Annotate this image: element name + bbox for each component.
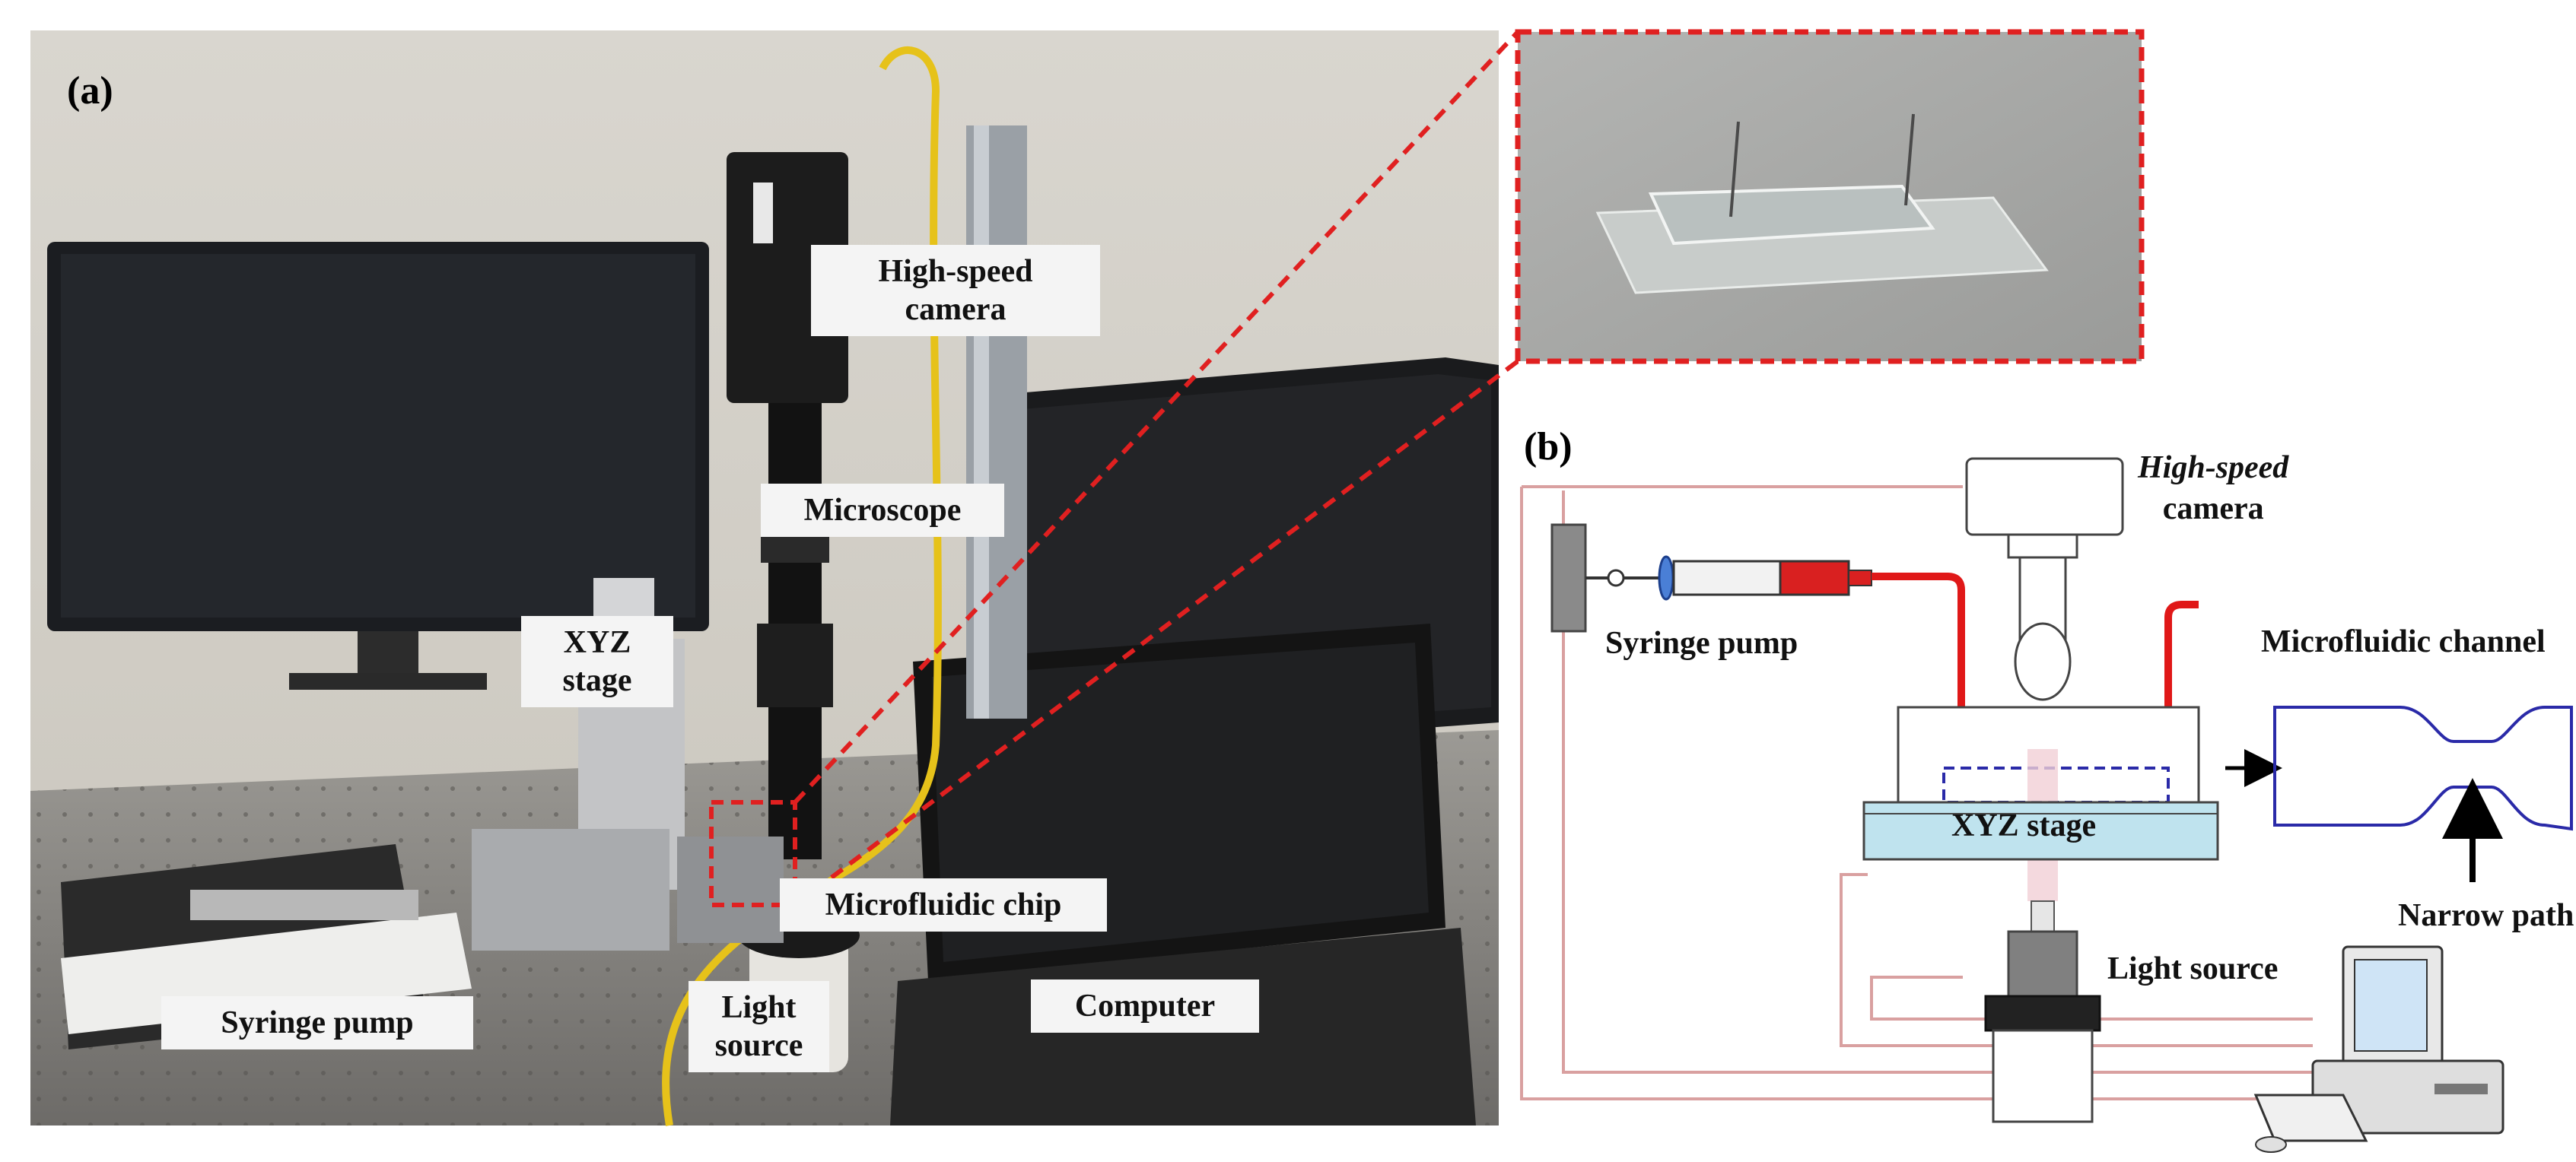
objective-lens: [2018, 556, 2067, 643]
schematic-label-xyz-stage: XYZ stage: [1951, 808, 2097, 843]
label-camera-line2: camera: [905, 292, 1007, 327]
light-source-box: [1992, 1029, 2094, 1123]
schematic-label-light-source: Light source: [2107, 951, 2279, 986]
syringe-plunger-disc: [1658, 555, 1674, 601]
label-xyz-line1: XYZ: [563, 625, 631, 660]
label-light-source: Light source: [689, 981, 829, 1072]
syringe-barrel: [1672, 560, 1782, 596]
label-high-speed-camera: High-speed camera: [811, 245, 1100, 336]
tubing-inlet: [1872, 573, 1965, 749]
label-light-line1: Light: [721, 990, 797, 1025]
photo-lab-setup: [30, 30, 1499, 1126]
cable-yellow: [662, 46, 942, 1126]
zoom-line-top: [793, 30, 1520, 805]
highlight-box-chip: [709, 800, 797, 907]
schematic-label-camera: High-speed camera: [2138, 447, 2288, 529]
schematic-label-syringe-pump: Syringe pump: [1605, 626, 1798, 661]
label-camera-line1: High-speed: [878, 254, 1033, 289]
label-light-line2: source: [714, 1028, 803, 1063]
schematic-camera-line2: camera: [2162, 491, 2264, 526]
label-microscope: Microscope: [761, 484, 1004, 537]
schematic-label-microfluidic-channel: Microfluidic channel: [2261, 624, 2546, 659]
channel-outline: [2273, 706, 2573, 831]
computer-icon: [2253, 945, 2504, 1153]
label-microfluidic-chip: Microfluidic chip: [780, 878, 1107, 932]
zoom-line-bottom: [793, 359, 1519, 907]
camera-body: [1965, 457, 2124, 536]
schematic-label-narrow-path: Narrow path: [2398, 898, 2574, 933]
label-computer: Computer: [1031, 979, 1259, 1033]
xyz-stage-plate: [1862, 801, 2219, 861]
inset-chip-photo: [1515, 29, 2145, 364]
panel-a-tag: (a): [67, 69, 113, 113]
tubing-outlet: [2164, 601, 2199, 749]
schematic-camera-line1: High-speed: [2138, 450, 2289, 485]
label-syringe-pump-photo: Syringe pump: [161, 996, 473, 1049]
monitor-left: [47, 242, 709, 690]
label-xyz-stage: XYZ stage: [521, 616, 673, 707]
schematic-diagram: [1520, 457, 2573, 1153]
panel-b-tag: (b): [1524, 425, 1573, 468]
pump-body: [1550, 523, 1587, 633]
label-xyz-line2: stage: [562, 663, 632, 698]
